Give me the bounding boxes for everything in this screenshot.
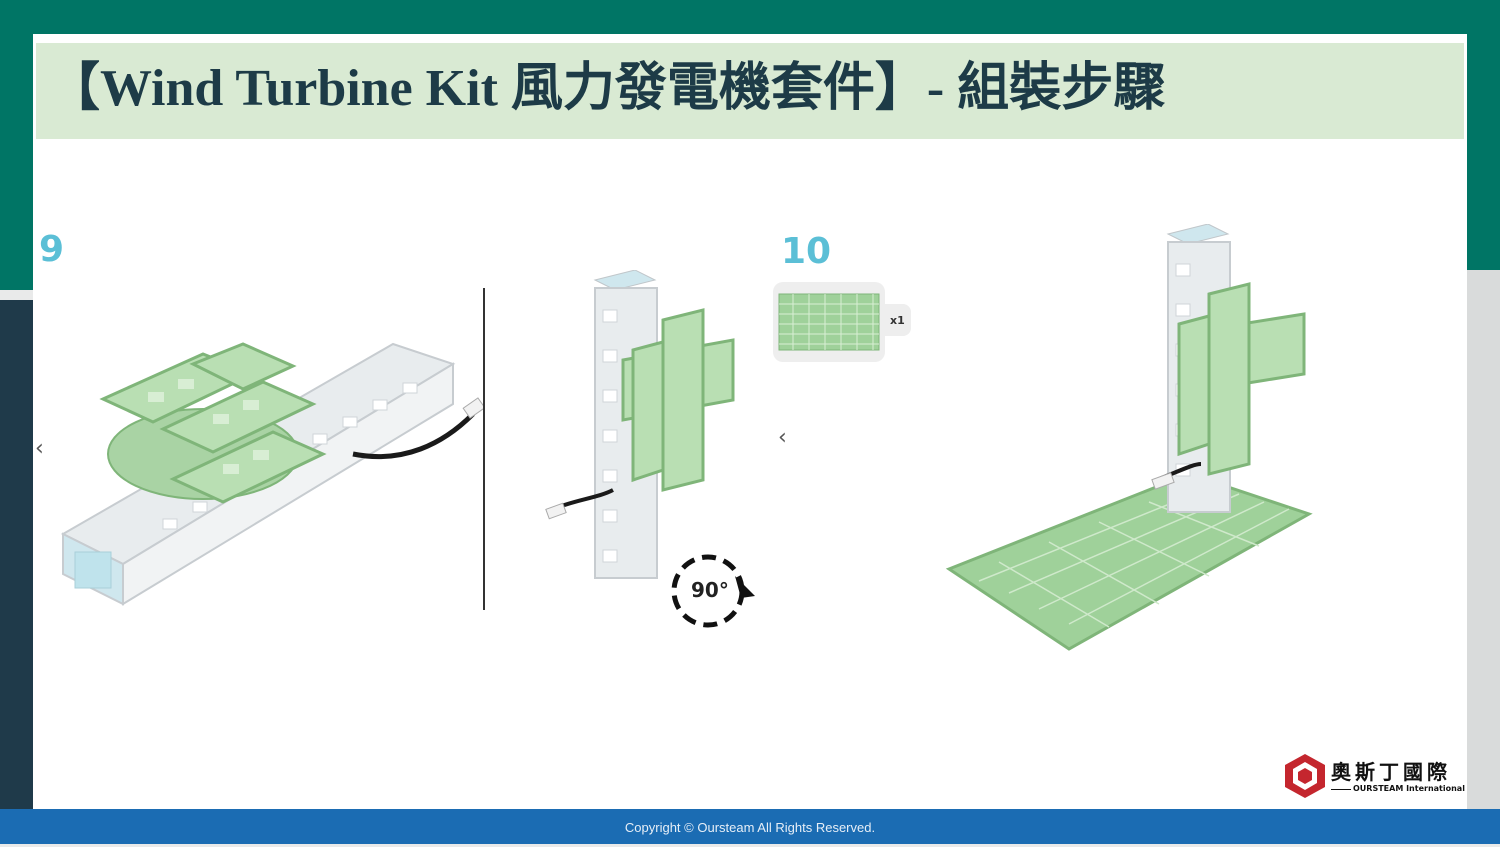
- company-logo: 奧斯丁國際 OURSTEAM International: [1283, 752, 1465, 800]
- logo-divider-line: [1331, 789, 1351, 790]
- slide-title: 【Wind Turbine Kit 風力發電機套件】- 組裝步驟: [48, 60, 1166, 117]
- part-quantity: x1: [890, 314, 905, 327]
- rotate-90-icon: [671, 554, 755, 628]
- rotation-label: 90°: [691, 578, 729, 602]
- title-bar: 【Wind Turbine Kit 風力發電機套件】- 組裝步驟: [36, 43, 1464, 139]
- part-card: [773, 282, 885, 362]
- step-9-vertical-illustration: [545, 270, 735, 579]
- footer: Copyright © Oursteam All Rights Reserved…: [0, 809, 1500, 844]
- chevron-left-icon[interactable]: ‹: [778, 425, 787, 450]
- step-number-9: 9: [39, 229, 65, 270]
- quantity-tab: [881, 304, 911, 336]
- step-9-beam-illustration: [60, 342, 483, 606]
- logo-name-en: OURSTEAM International: [1353, 784, 1465, 793]
- logo-name-cn: 奧斯丁國際: [1331, 760, 1451, 784]
- copyright-text: Copyright © Oursteam All Rights Reserved…: [624, 820, 876, 835]
- step-divider: [483, 288, 485, 610]
- cube-logo-icon: [1285, 754, 1325, 798]
- slide: 【Wind Turbine Kit 風力發電機套件】- 組裝步驟 9 ‹: [33, 34, 1467, 810]
- chevron-left-icon[interactable]: ‹: [35, 436, 44, 461]
- step-10-assembly-illustration: [945, 224, 1313, 651]
- step-number-10: 10: [781, 231, 832, 272]
- base-plate-part-icon: [778, 293, 880, 351]
